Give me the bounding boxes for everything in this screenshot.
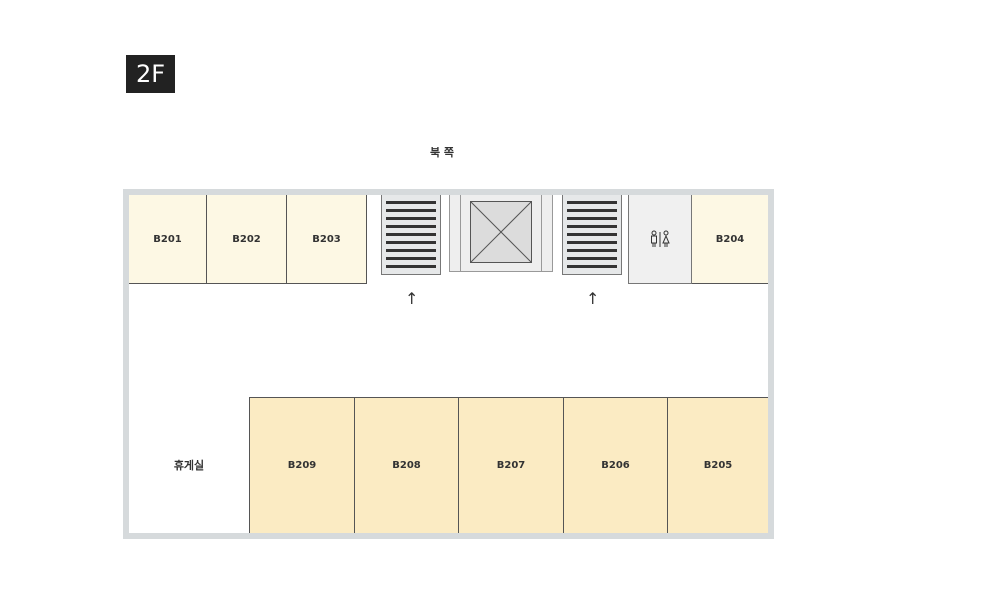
room-label: B203: [312, 233, 341, 245]
stairs-icon: [562, 195, 622, 275]
room-b207[interactable]: B207: [458, 397, 563, 533]
room-b202[interactable]: B202: [207, 195, 287, 284]
floor-plan: B201 B202 B203: [123, 189, 774, 539]
floor-plan-interior: B201 B202 B203: [129, 195, 768, 533]
room-label: B201: [153, 233, 182, 245]
room-label: B204: [715, 233, 745, 245]
room-b205[interactable]: B205: [667, 397, 768, 533]
room-label: B208: [392, 460, 421, 471]
room-label: B207: [496, 460, 526, 471]
floor-badge: 2F: [126, 55, 175, 93]
room-b206[interactable]: B206: [563, 397, 667, 533]
room-label: B206: [601, 460, 630, 471]
lounge[interactable]: 휴게실: [129, 397, 249, 533]
room-label: B202: [232, 233, 261, 245]
room-b201[interactable]: B201: [129, 195, 207, 284]
room-b209[interactable]: B209: [249, 397, 354, 533]
stairs-up-arrow-icon: ↑: [405, 289, 419, 308]
room-b208[interactable]: B208: [354, 397, 458, 533]
restroom-icon: [628, 195, 692, 284]
room-label: B205: [703, 460, 733, 471]
elevator-icon: [449, 195, 553, 272]
lounge-label: 휴게실: [173, 459, 205, 472]
room-b204[interactable]: B204: [692, 195, 768, 284]
room-b203[interactable]: B203: [287, 195, 367, 284]
north-direction-label: 북 쪽: [429, 146, 455, 159]
room-label: B209: [287, 460, 317, 471]
stairs-up-arrow-icon: ↑: [586, 289, 600, 308]
stairs-icon: [381, 195, 441, 275]
